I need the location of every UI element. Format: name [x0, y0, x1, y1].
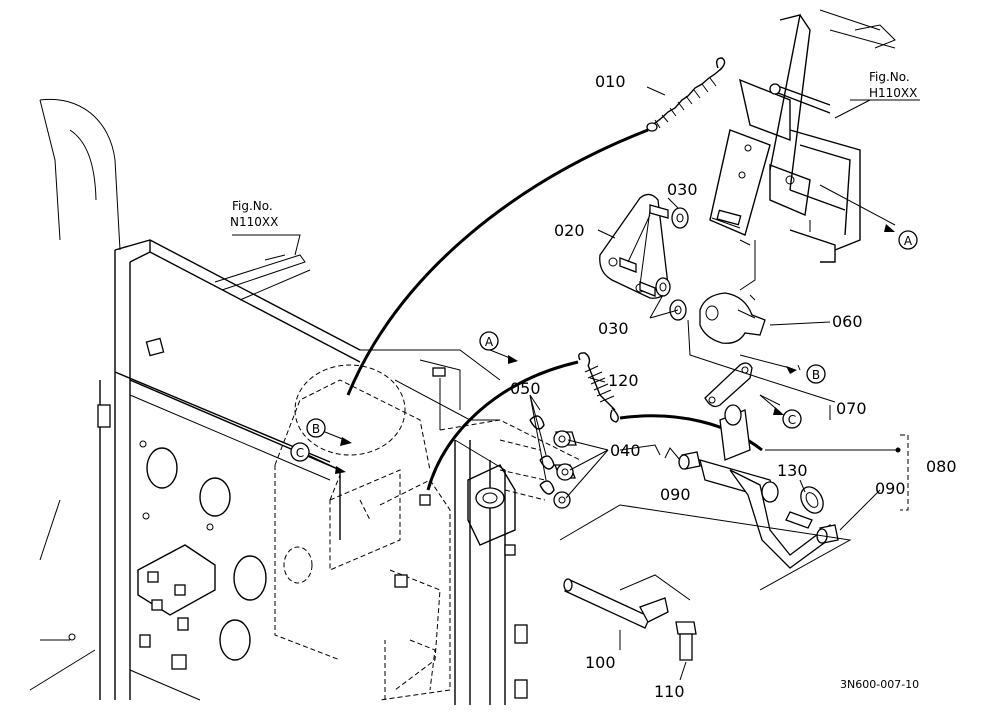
drawing-code: 3N600-007-10 [840, 678, 919, 691]
cable-right [619, 414, 763, 452]
h110xx-bracket [709, 9, 896, 301]
label-030-bottom: 030 [598, 319, 629, 338]
part-110-bolt [675, 621, 697, 661]
label-060: 060 [832, 312, 863, 331]
frame-outline [29, 98, 528, 705]
label-030-top: 030 [667, 180, 698, 199]
panel-hole [199, 477, 231, 517]
cable-upper [346, 128, 649, 396]
svg-text:C: C [296, 446, 304, 460]
marker-b-right: B [806, 364, 826, 384]
panel-hole [146, 447, 178, 489]
spring-010 [646, 57, 726, 132]
marker-a-right: A [898, 230, 918, 250]
label-080: 080 [926, 457, 957, 476]
label-120: 120 [608, 371, 639, 390]
label-130: 130 [777, 461, 808, 480]
leader-lines [232, 86, 920, 681]
fig-ref-left-code: N110XX [230, 215, 278, 229]
panel-hole [219, 619, 251, 661]
label-090-right: 090 [875, 479, 906, 498]
svg-text:C: C [788, 413, 796, 427]
dashed-subpanel [274, 364, 581, 701]
part-080-pedal [699, 404, 836, 569]
spring-120 [578, 352, 619, 423]
frame-square [145, 337, 165, 357]
arrow-heads [335, 224, 895, 474]
label-110: 110 [654, 682, 685, 701]
fig-ref-right-code: H110XX [869, 86, 917, 100]
label-020: 020 [554, 221, 585, 240]
marker-a-left: A [479, 331, 499, 351]
marker-c-right: C [782, 409, 802, 429]
panel-hole [233, 555, 267, 601]
part-130-pad [785, 486, 824, 529]
part-060-cam [699, 292, 766, 344]
marker-b-left: B [306, 418, 326, 438]
label-070: 070 [836, 399, 867, 418]
label-100: 100 [585, 653, 616, 672]
label-010: 010 [595, 72, 626, 91]
svg-text:A: A [485, 335, 494, 349]
part-070-link [704, 362, 753, 408]
svg-text:B: B [812, 368, 820, 382]
fig-ref-right-title: Fig.No. [869, 70, 910, 84]
marker-c-left: C [290, 442, 310, 462]
label-050: 050 [510, 379, 541, 398]
fig-ref-left-title: Fig.No. [232, 199, 273, 213]
bushings-090 [678, 451, 839, 544]
svg-text:A: A [904, 234, 913, 248]
label-040: 040 [610, 441, 641, 460]
svg-text:B: B [312, 422, 320, 436]
frame-tab [97, 404, 111, 428]
part-100-shaft [563, 578, 669, 629]
nuts-040 [553, 430, 577, 509]
label-090-left: 090 [660, 485, 691, 504]
washers-050 [529, 415, 555, 495]
cable-lower [426, 360, 579, 491]
washers-030 [655, 207, 689, 321]
